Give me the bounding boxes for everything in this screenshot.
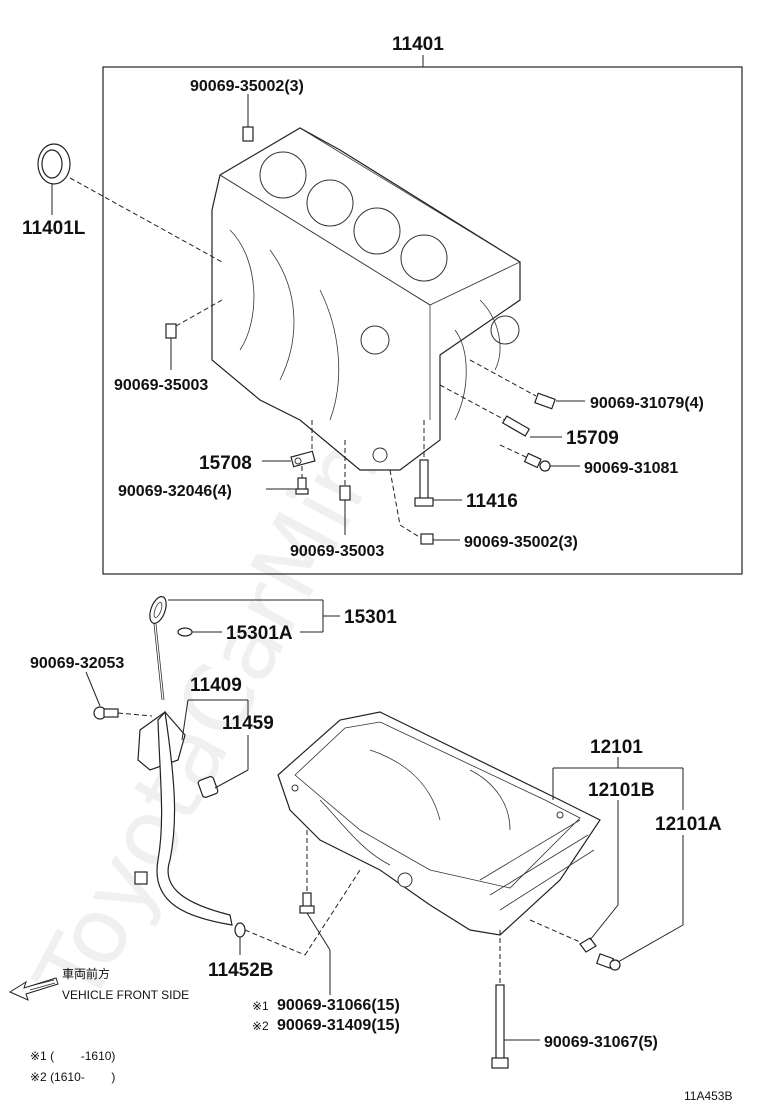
vehicle-front-label-en: VEHICLE FRONT SIDE — [62, 988, 189, 1002]
leader — [306, 912, 331, 951]
dashed-leader — [499, 444, 529, 459]
dashed-leader — [469, 359, 537, 397]
label-90069-35003-bottom: 90069-35003 — [290, 543, 384, 560]
label-11409: 11409 — [190, 675, 242, 696]
screw-icon — [295, 477, 309, 495]
drain-plug-icon — [595, 953, 621, 971]
label-11452B: 11452B — [208, 960, 274, 981]
mark-1: ※1 — [252, 999, 269, 1013]
o-ring-icon — [234, 922, 246, 938]
label-90069-31066: 90069-31066(15) — [277, 997, 400, 1014]
mark-2: ※2 — [252, 1019, 269, 1033]
o-ring-icon — [177, 627, 193, 637]
label-90069-32046: 90069-32046(4) — [118, 483, 232, 500]
cylinder-block-illustration — [211, 127, 521, 471]
figure-code: 11A453B — [684, 1089, 733, 1103]
note-1: ※1 ( -1610) — [30, 1049, 115, 1063]
bolt-icon — [299, 892, 315, 914]
dashed-leader — [69, 177, 223, 263]
label-12101A: 12101A — [655, 814, 722, 835]
oil-nozzle-icon — [501, 415, 531, 437]
leader — [85, 671, 101, 707]
label-15709: 15709 — [566, 428, 619, 449]
label-15301: 15301 — [344, 607, 397, 628]
label-90069-32053: 90069-32053 — [30, 655, 124, 672]
label-90069-35003-left: 90069-35003 — [114, 377, 208, 394]
plug-icon — [242, 126, 254, 142]
bolt-icon — [93, 706, 119, 720]
o-ring-icon — [197, 776, 219, 798]
label-12101B: 12101B — [588, 780, 655, 801]
dashed-leader — [304, 869, 361, 956]
label-90069-31079: 90069-31079(4) — [590, 395, 704, 412]
label-11416: 11416 — [466, 491, 518, 512]
label-15708: 15708 — [199, 453, 252, 474]
leader — [181, 699, 189, 741]
note-2: ※2 (1610- ) — [30, 1070, 115, 1084]
plug-icon — [420, 533, 434, 545]
bracket-icon — [290, 450, 316, 468]
dashed-leader — [175, 299, 223, 327]
label-11459: 11459 — [222, 713, 274, 734]
dashed-leader — [117, 712, 153, 717]
label-90069-31409: 90069-31409(15) — [277, 1017, 400, 1034]
label-90069-35002-right: 90069-35002(3) — [464, 534, 578, 551]
oil-seal-icon — [37, 143, 71, 185]
label-90069-31081: 90069-31081 — [584, 460, 678, 477]
oil-level-gauge-guide-icon — [134, 710, 233, 926]
leader — [589, 904, 619, 941]
oil-pan-illustration — [277, 711, 601, 936]
label-90069-35002-top: 90069-35002(3) — [190, 78, 304, 95]
label-12101: 12101 — [590, 737, 643, 758]
label-15301A: 15301A — [226, 623, 293, 644]
label-11401: 11401 — [392, 34, 444, 55]
bolt-icon — [523, 452, 551, 472]
bolt-icon — [534, 392, 556, 410]
stud-bolt-icon — [414, 459, 434, 507]
dashed-leader — [389, 469, 401, 526]
label-90069-31067: 90069-31067(5) — [544, 1034, 658, 1051]
plug-icon — [165, 323, 177, 339]
dashed-leader — [244, 929, 306, 956]
gasket-icon — [579, 937, 597, 953]
dashed-leader — [529, 919, 581, 943]
plug-icon — [339, 485, 351, 501]
oil-level-gauge-icon — [149, 596, 167, 701]
long-bolt-icon — [491, 984, 509, 1069]
leader — [617, 924, 684, 963]
vehicle-front-arrow-icon — [8, 977, 59, 1001]
label-11401L: 11401L — [22, 218, 86, 239]
dashed-leader — [399, 524, 422, 539]
leader — [214, 769, 249, 789]
vehicle-front-label-jp: 車両前方 — [62, 966, 110, 981]
dashed-leader — [439, 384, 506, 421]
